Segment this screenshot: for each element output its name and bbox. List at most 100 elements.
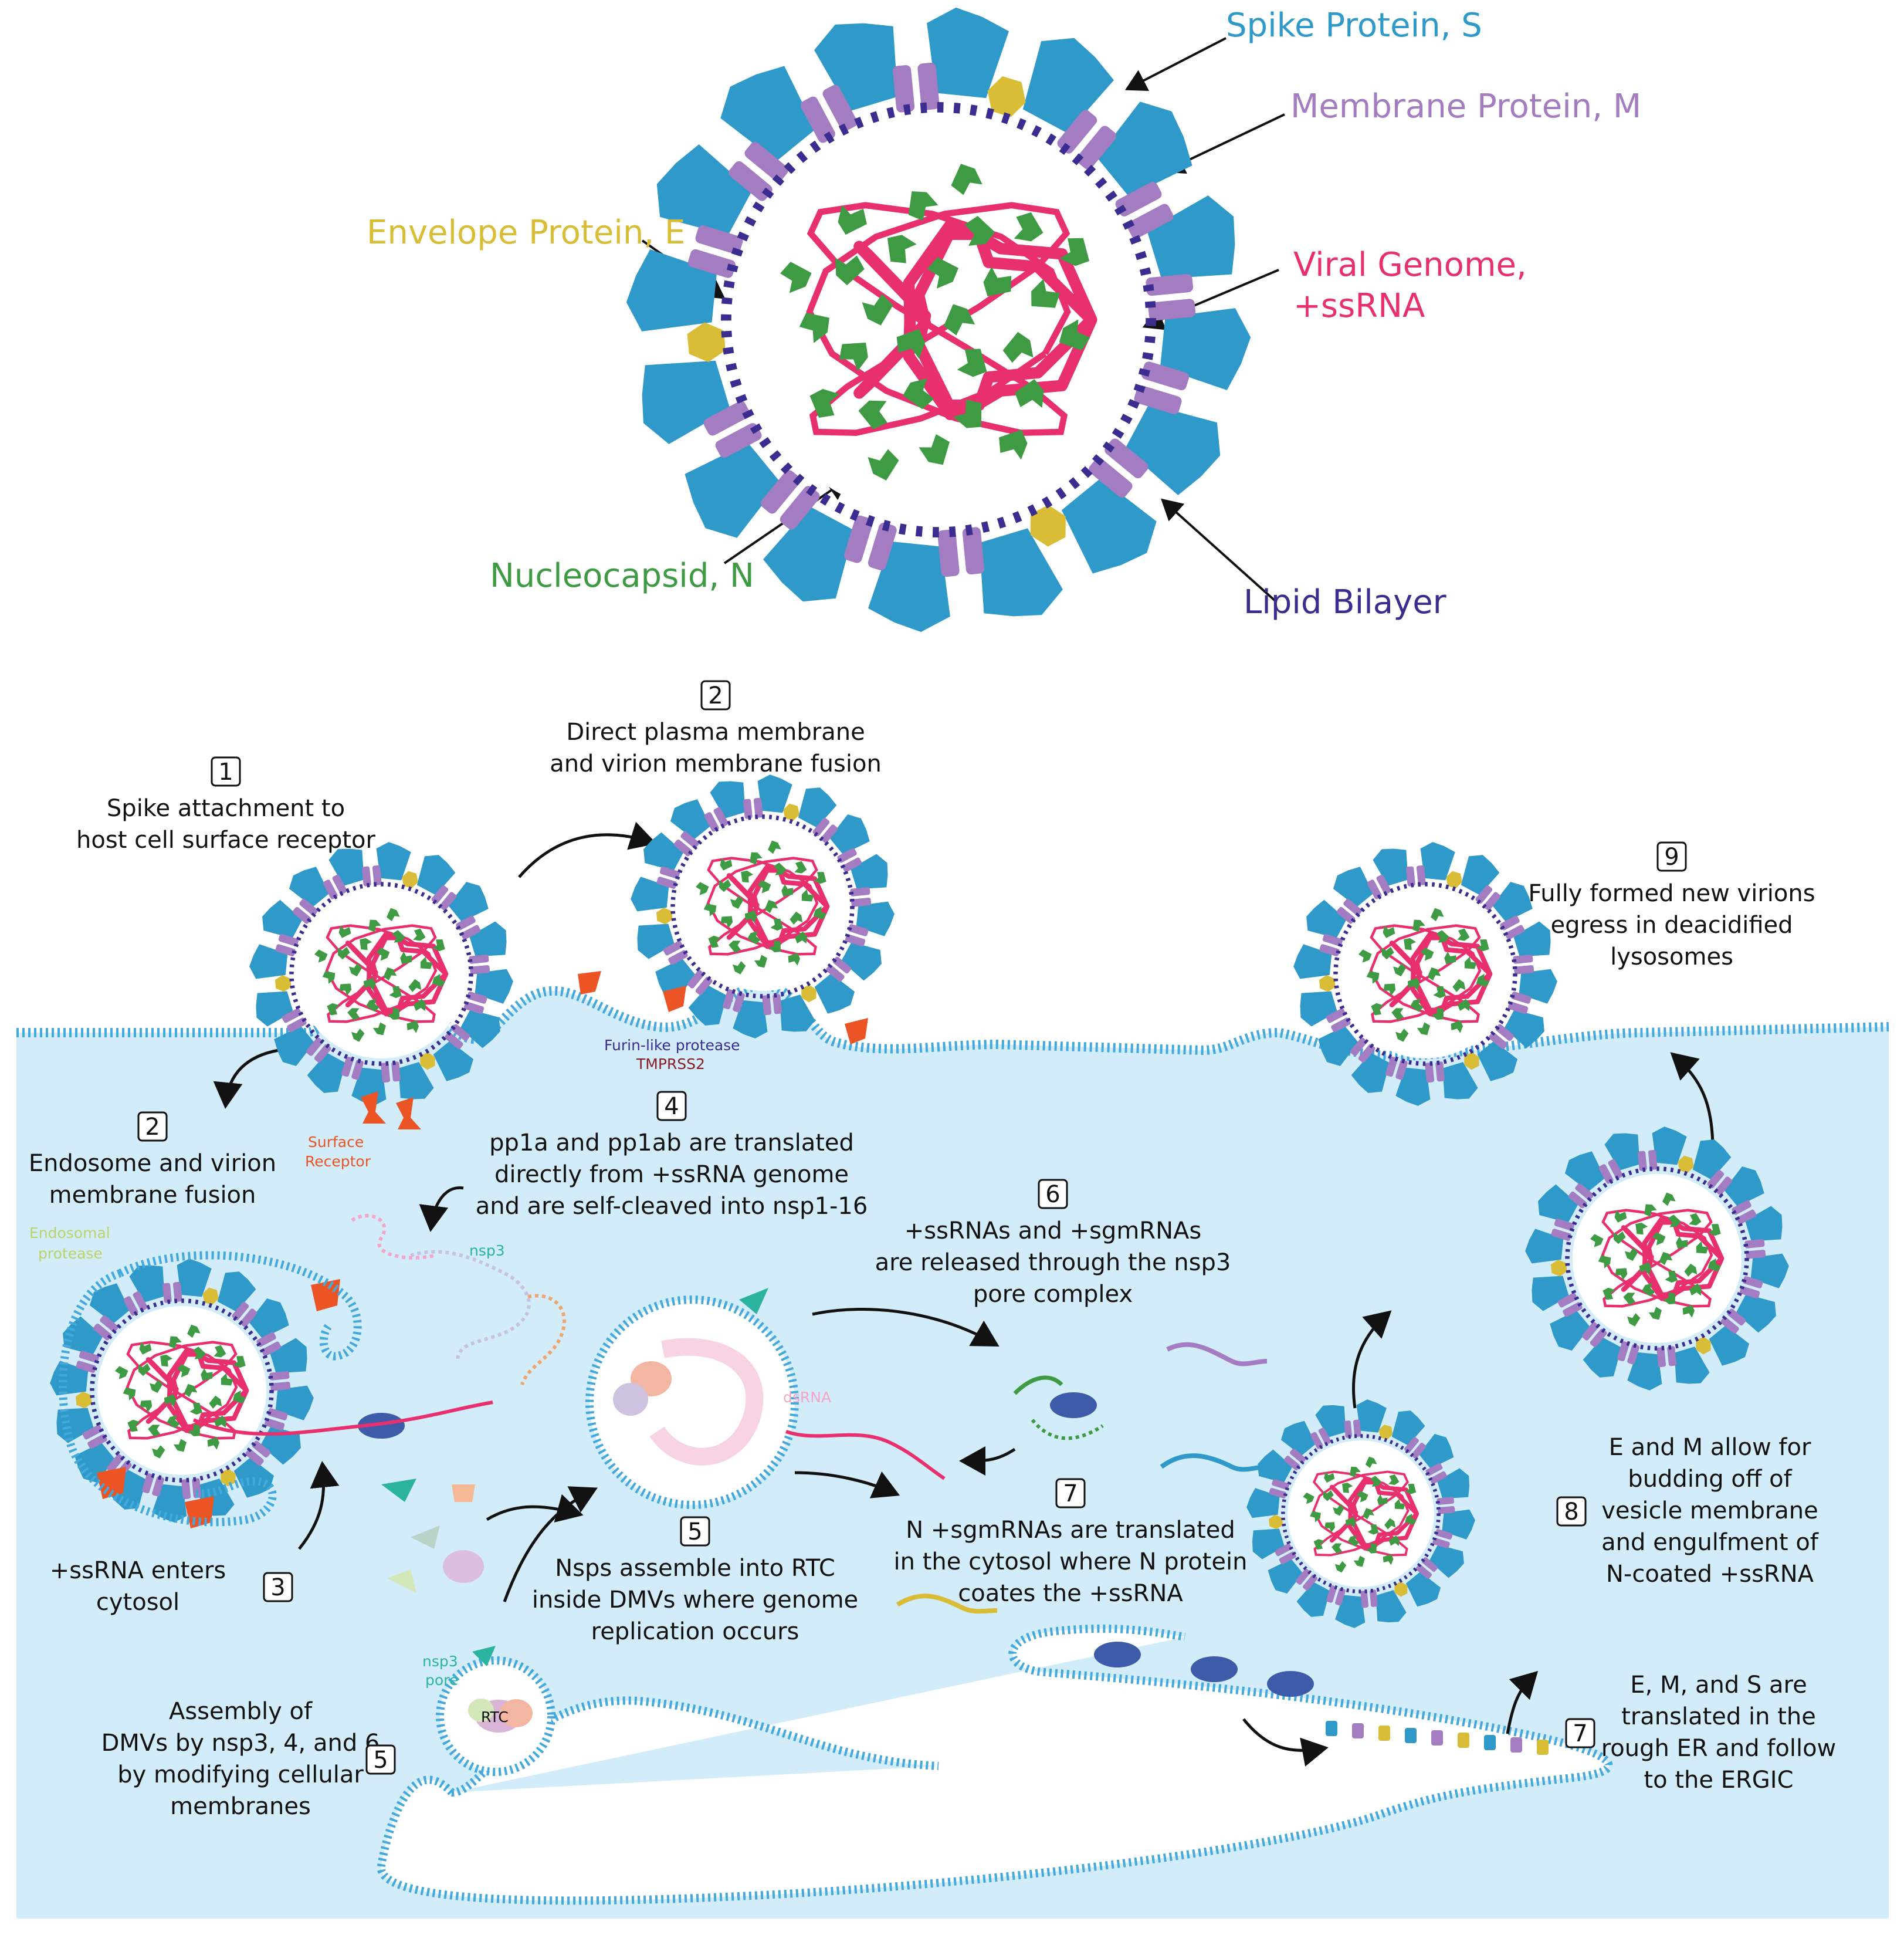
spike-protein <box>275 1385 314 1420</box>
membrane-protein <box>463 1002 485 1014</box>
membrane-protein <box>1511 992 1532 1004</box>
step-text-line: are released through the nsp3 <box>875 1249 1231 1276</box>
lipid-bilayer <box>670 814 855 999</box>
viral-genome <box>345 931 449 1017</box>
nucleocapsid-protein <box>400 951 412 965</box>
spike-protein <box>1420 842 1455 881</box>
nucleocapsid-protein <box>835 255 865 286</box>
spike-protein <box>1652 1127 1687 1165</box>
spike-protein <box>460 1009 500 1048</box>
nucleocapsid-protein <box>781 884 794 897</box>
spike-protein <box>1125 404 1221 496</box>
envelope-protein <box>402 871 418 889</box>
label-protease: protease <box>38 1245 103 1262</box>
nucleocapsid-protein <box>838 205 867 235</box>
label-tmprss2: TMPRSS2 <box>636 1056 705 1073</box>
membrane-protein <box>1500 915 1520 931</box>
membrane-protein <box>733 992 745 1013</box>
nsp-dashed-pink <box>351 1213 435 1260</box>
nucleocapsid-protein <box>801 889 814 902</box>
nucleocapsid-protein <box>387 908 400 922</box>
membrane-protein <box>713 807 729 827</box>
nucleocapsid-protein <box>207 1437 220 1450</box>
spike-protein <box>289 867 330 907</box>
envelope-protein <box>1446 871 1462 889</box>
membrane-protein <box>152 1476 164 1497</box>
nucleocapsid-protein <box>1590 1234 1604 1247</box>
nucleocapsid-protein <box>368 919 381 932</box>
nucleocapsid-protein <box>814 872 826 884</box>
nucleocapsid-protein <box>768 840 781 854</box>
step-text-line: +ssRNAs and +sgmRNAs <box>904 1217 1201 1244</box>
nucleocapsid-protein <box>868 449 899 481</box>
membrane-protein <box>1318 1427 1332 1445</box>
spike-protein <box>1750 1253 1789 1288</box>
membrane-protein <box>1395 1060 1408 1080</box>
spike-protein <box>1351 1053 1390 1093</box>
spike-protein <box>710 781 746 818</box>
nucleocapsid-protein <box>148 1425 161 1437</box>
membrane-protein <box>79 1351 100 1363</box>
spike-protein <box>1315 1405 1346 1437</box>
nucleocapsid-protein <box>1031 279 1061 308</box>
n-protein-dashed <box>1031 1419 1104 1440</box>
nucleocapsid-protein <box>757 879 771 894</box>
step-number: 2 <box>145 1114 160 1141</box>
spike-protein <box>307 1053 346 1093</box>
membrane-protein <box>1505 925 1525 940</box>
membrane-protein <box>240 1308 258 1327</box>
spike-protein <box>1246 1488 1280 1518</box>
viral-genome <box>1389 931 1493 1017</box>
spike-protein <box>1538 1184 1578 1223</box>
membrane-protein <box>1720 1317 1739 1334</box>
membrane-protein <box>1568 1191 1587 1209</box>
membrane-protein <box>1344 1420 1353 1438</box>
nucleocapsid-protein <box>957 349 987 377</box>
step-text-line: by modifying cellular <box>117 1761 364 1788</box>
nucleocapsid-protein <box>387 1007 399 1020</box>
membrane-protein <box>821 824 838 843</box>
spike-protein <box>1022 38 1114 133</box>
nucleocapsid-protein <box>1635 1222 1648 1235</box>
nucleocapsid-protein <box>1383 983 1396 996</box>
nucleocapsid-protein <box>719 879 731 892</box>
virion-step2-fusion <box>631 774 895 1038</box>
nucleocapsid-protein <box>1303 1492 1314 1504</box>
ribosome <box>1267 1671 1314 1697</box>
spike-protein <box>798 787 837 828</box>
envelope-protein <box>1550 1259 1567 1277</box>
membrane-protein <box>729 161 773 201</box>
nucleocapsid-protein <box>1324 1522 1335 1533</box>
spike-protein <box>416 855 456 895</box>
nucleocapsid-protein <box>114 1366 128 1379</box>
label-spike: Spike Protein, S <box>1226 6 1482 45</box>
membrane-protein <box>332 874 347 895</box>
nucleocapsid-protein <box>338 925 351 938</box>
membrane-protein <box>76 1361 96 1373</box>
nsp3-pore <box>739 1288 768 1314</box>
spike-protein <box>376 842 411 881</box>
membrane-protein <box>1551 1229 1571 1241</box>
membrane-protein <box>1744 1239 1765 1249</box>
membrane-protein <box>673 839 693 857</box>
nucleocapsid-protein <box>730 895 744 909</box>
membrane-protein <box>851 897 872 907</box>
nucleocapsid-protein <box>1412 919 1425 932</box>
spike-protein <box>63 1316 103 1355</box>
nucleocapsid-protein <box>177 1364 191 1378</box>
membrane-protein <box>100 1315 118 1332</box>
spike-protein <box>1492 881 1533 922</box>
nucleocapsid-protein <box>138 1363 151 1376</box>
nucleocapsid-protein <box>1350 1466 1361 1478</box>
membrane-protein <box>845 934 866 946</box>
spike-protein <box>1674 1347 1710 1384</box>
nucleocapsid-protein <box>1627 1313 1641 1327</box>
spike-protein <box>1550 1310 1590 1351</box>
nucleocapsid-protein <box>1662 1192 1676 1206</box>
nucleocapsid-protein <box>1384 1518 1396 1530</box>
sgmrna-green <box>1013 1375 1063 1395</box>
